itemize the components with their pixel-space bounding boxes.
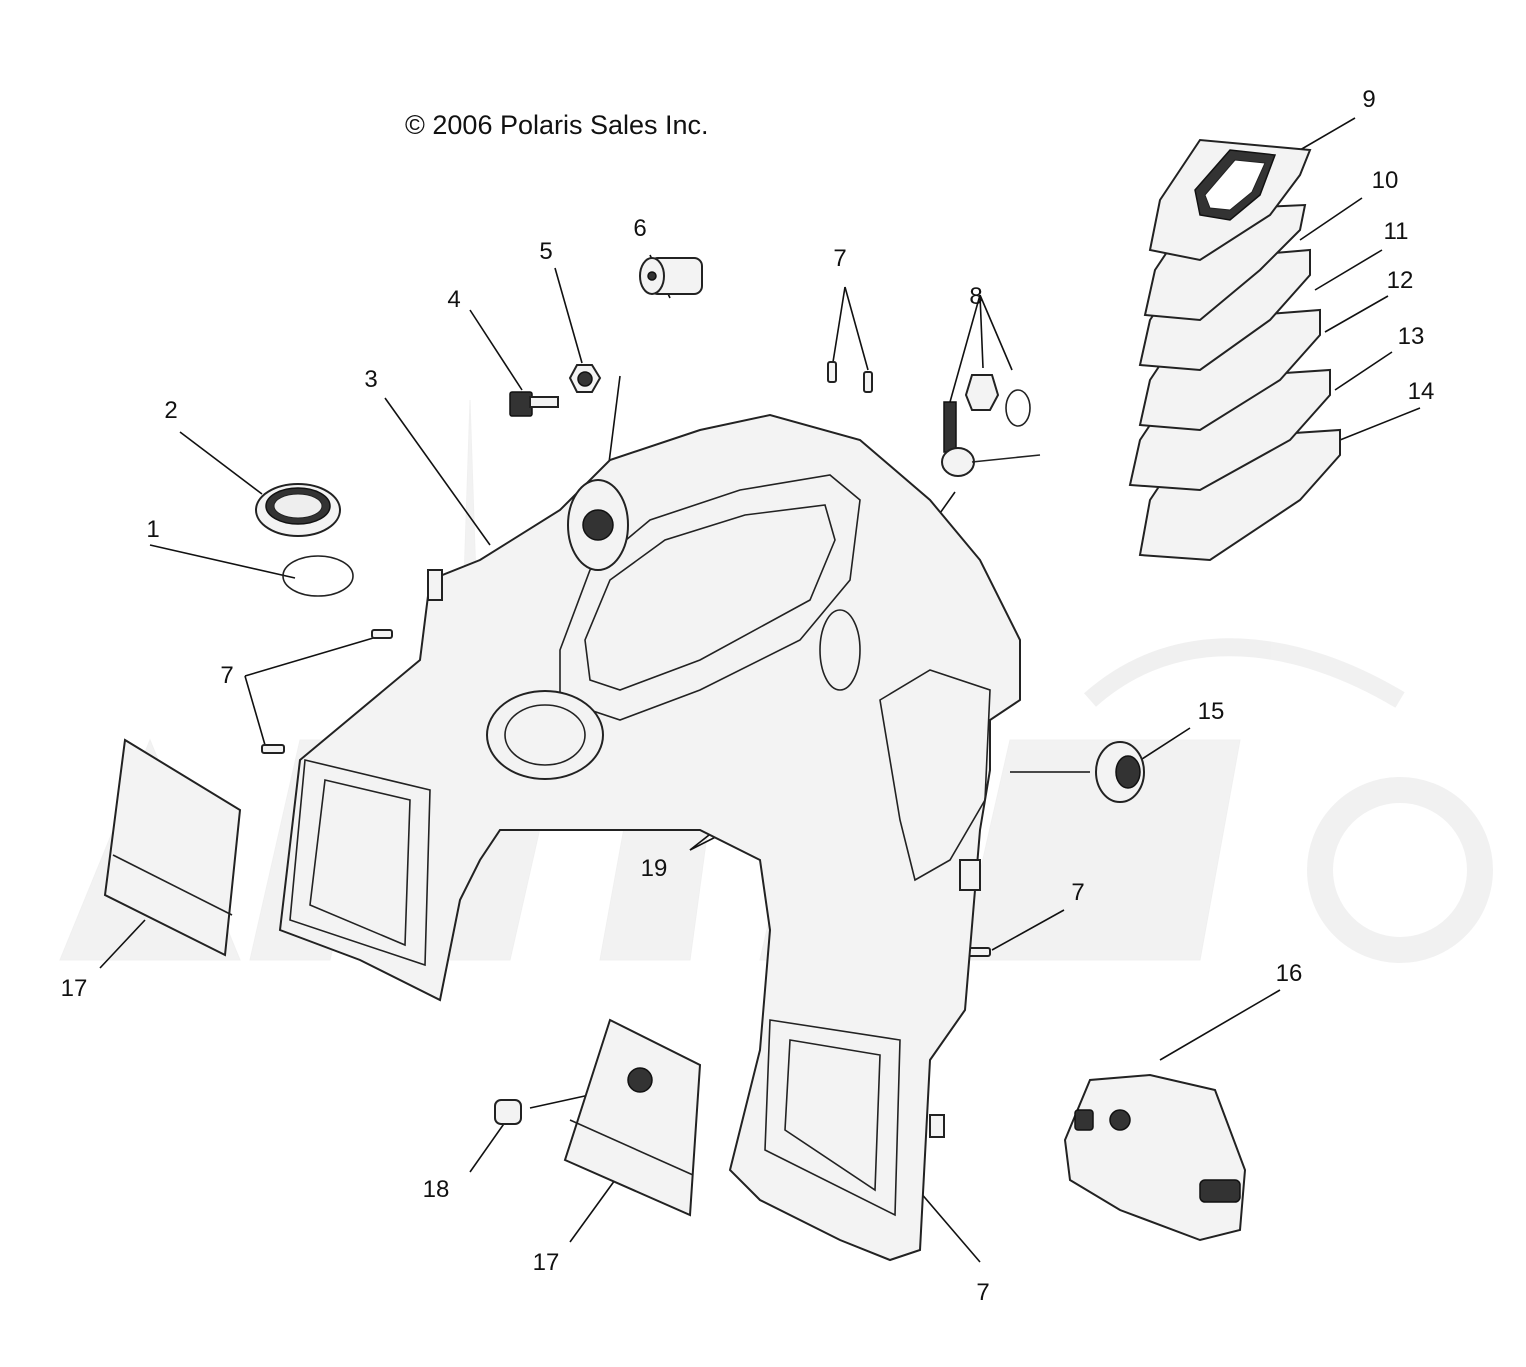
access-panel-part bbox=[103, 738, 242, 957]
callout-9: 9 bbox=[1362, 86, 1376, 113]
cap-ring-part bbox=[255, 483, 341, 537]
callout-4: 4 bbox=[447, 286, 461, 313]
callout-11: 11 bbox=[1383, 218, 1409, 245]
callout-13: 13 bbox=[1397, 323, 1425, 350]
callout-7-right: 7 bbox=[1071, 879, 1085, 906]
plug-part bbox=[494, 1099, 522, 1125]
key-part bbox=[509, 391, 559, 417]
callout-7-bottom: 7 bbox=[976, 1279, 990, 1306]
callout-17-left: 17 bbox=[60, 975, 88, 1002]
o-ring-part bbox=[282, 555, 354, 597]
copyright-text: © 2006 Polaris Sales Inc. bbox=[405, 110, 709, 140]
nut-part bbox=[568, 364, 602, 393]
callout-7-top: 7 bbox=[833, 245, 847, 272]
callout-16: 16 bbox=[1275, 960, 1303, 987]
callout-18: 18 bbox=[422, 1176, 450, 1203]
callout-7-left: 7 bbox=[220, 662, 234, 689]
callout-6: 6 bbox=[633, 215, 647, 242]
grommet-part bbox=[1095, 741, 1145, 803]
callout-1: 1 bbox=[146, 516, 160, 543]
callout-17-center: 17 bbox=[532, 1249, 560, 1276]
callout-2: 2 bbox=[164, 397, 178, 424]
access-panel-part bbox=[563, 1018, 702, 1217]
callout-10: 10 bbox=[1371, 167, 1399, 194]
lock-cylinder-part bbox=[639, 257, 703, 295]
gauge-stack-parts bbox=[1128, 138, 1341, 562]
side-pod-part bbox=[1063, 1073, 1247, 1242]
callout-3: 3 bbox=[364, 366, 378, 393]
switch-parts bbox=[941, 374, 1041, 477]
callout-19: 19 bbox=[640, 855, 668, 882]
callout-15: 15 bbox=[1197, 698, 1225, 725]
main-console-part bbox=[278, 413, 1021, 1262]
callout-14: 14 bbox=[1407, 378, 1435, 405]
callout-8: 8 bbox=[969, 283, 983, 310]
callout-5: 5 bbox=[539, 238, 553, 265]
callout-12: 12 bbox=[1386, 267, 1414, 294]
